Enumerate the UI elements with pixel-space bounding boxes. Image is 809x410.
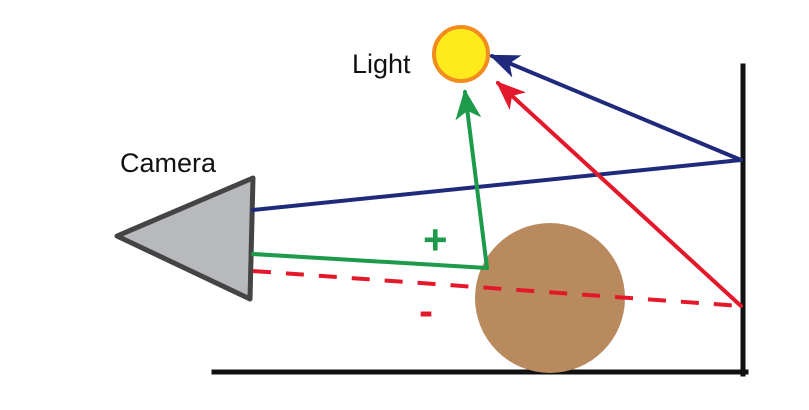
green-ray-sphere-to-light: [455, 89, 489, 270]
green-ray-camera-to-sphere: [251, 252, 489, 270]
blue-ray-camera-to-wall: [251, 158, 743, 212]
brown-sphere: [475, 223, 625, 373]
blue-ray-wall-to-light: [489, 54, 743, 162]
light-label: Light: [352, 49, 411, 79]
plus-sign: +: [423, 216, 448, 263]
light-sun-icon: [432, 25, 490, 83]
camera-label: Camera: [120, 148, 217, 178]
camera-triangle-icon: [114, 175, 256, 302]
minus-sign: -: [419, 287, 433, 334]
red-ray-wall-to-light: [495, 80, 743, 308]
red-dashed-ray-camera-to-wall: [252, 269, 742, 308]
